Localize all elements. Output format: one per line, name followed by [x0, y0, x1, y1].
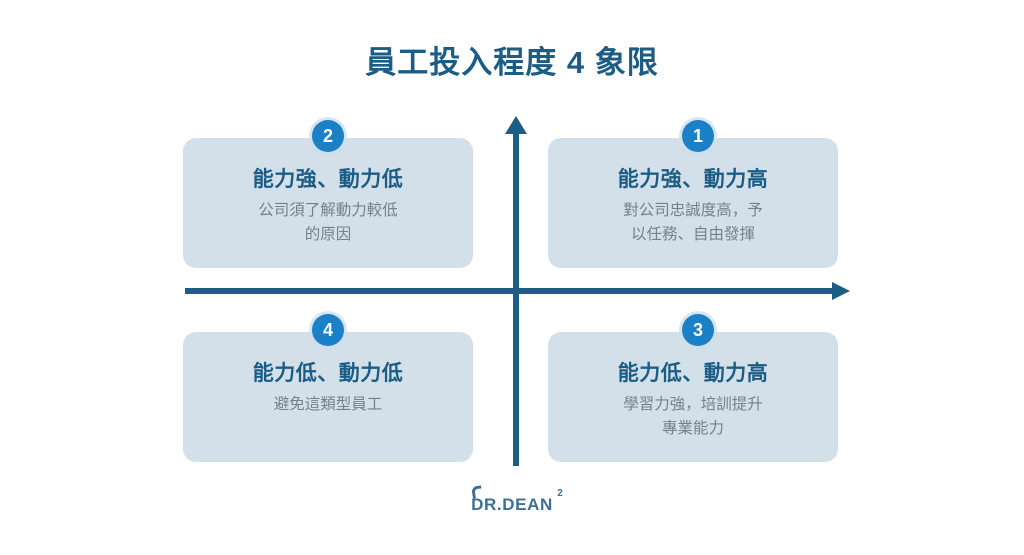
quadrant-badge-3: 3 [682, 314, 714, 346]
logo-superscript: 2 [557, 488, 563, 499]
quadrant-title: 能力低、動力高 [617, 362, 769, 385]
quadrant-badge-1: 1 [682, 120, 714, 152]
quadrant-description: 對公司忠誠度高，予以任務、自由發揮 [623, 202, 763, 244]
quadrant-card-4: 能力低、動力低 避免這類型員工 [183, 332, 473, 462]
quadrant-description: 公司須了解動力較低的原因 [258, 202, 398, 244]
quadrant-badge-4: 4 [312, 314, 344, 346]
arrow-right-icon [832, 282, 850, 300]
quadrant-description: 學習力強，培訓提升專業能力 [623, 396, 763, 438]
arrow-up-icon [505, 116, 527, 134]
brand-logo: DR.DEAN 2 [0, 485, 1024, 515]
page-title: 員工投入程度 4 象限 [365, 45, 659, 80]
quadrant-badge-2: 2 [312, 120, 344, 152]
quadrant-card-3: 能力低、動力高 學習力強，培訓提升專業能力 [548, 332, 838, 462]
horizontal-axis-line [185, 288, 835, 294]
logo-inner: DR.DEAN 2 [471, 485, 563, 515]
quadrant-title: 能力低、動力低 [252, 362, 404, 385]
quadrant-card-2: 能力強、動力低 公司須了解動力較低的原因 [183, 138, 473, 268]
quadrant-card-1: 能力強、動力高 對公司忠誠度高，予以任務、自由發揮 [548, 138, 838, 268]
quadrant-title: 能力強、動力低 [252, 168, 404, 191]
quadrant-title: 能力強、動力高 [617, 168, 769, 191]
quadrant-description: 避免這類型員工 [273, 396, 383, 414]
vertical-axis-line [513, 132, 519, 466]
logo-swoosh-icon [471, 485, 483, 499]
logo-text: DR.DEAN [471, 495, 553, 514]
